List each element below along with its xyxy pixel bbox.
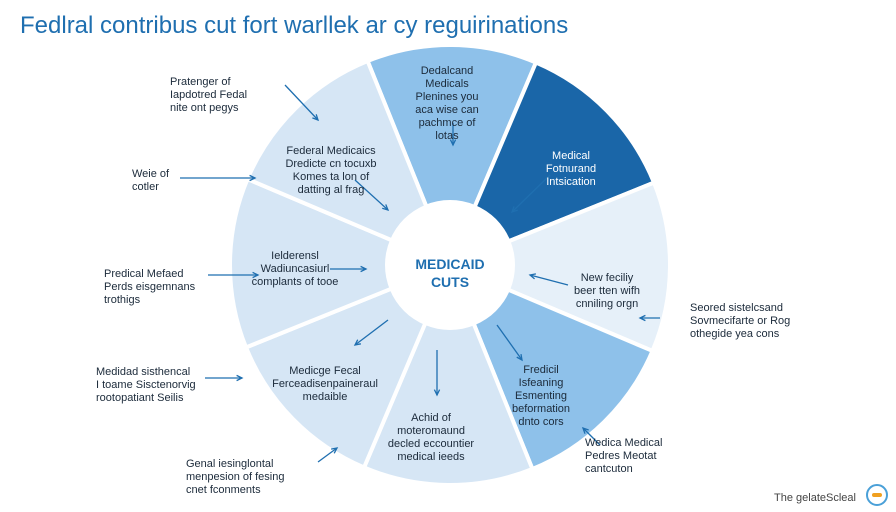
side-label-left-upper: Weie of cotler: [132, 168, 170, 193]
segment-label-6: Medicge Fecal Ferceadisenpaineraul medai…: [272, 365, 378, 403]
connector-arrow: [354, 179, 389, 211]
diagram-title: Fedlral contribus cut fort warllek ar cy…: [20, 12, 569, 39]
brand-logo-icon: [866, 484, 888, 506]
segment-label-3: New feciliy beer tten wifh cnniling orgn: [573, 272, 641, 310]
arrowhead-icon: [581, 426, 589, 434]
arrowhead-icon: [252, 271, 260, 279]
wheel-segment-1: [364, 43, 539, 271]
segment-label-4: Fredicil Isfeaning Esmenting beformation…: [511, 364, 571, 428]
wheel-segment-2: [446, 59, 657, 269]
center-label: MEDICAID CUTS: [415, 256, 485, 290]
arrowhead-icon: [433, 389, 441, 397]
wheel-segment-4: [446, 261, 656, 472]
wheel-segment-5: [361, 259, 536, 487]
arrowhead-icon: [382, 204, 390, 212]
side-label-right: Seored sistelcsand Sovmecifarte or Rog o…: [690, 302, 791, 340]
side-label-top-left: Pratenger of Iapdotred Fedal nite ont pe…: [170, 76, 248, 114]
segment-label-8: Federal Medicaics Dredicte cn tocuxb Kom…: [285, 145, 377, 196]
arrowhead-icon: [510, 206, 518, 214]
arrowhead-icon: [330, 447, 339, 454]
arrowhead-icon: [236, 374, 244, 382]
side-label-bottom-left: Genal iesinglontal menpesion of fesing c…: [186, 458, 285, 496]
arrowhead-icon: [449, 139, 457, 147]
connector-arrow: [529, 274, 569, 286]
segment-label-1: Dedalcand Medicals Plenines you aca wise…: [415, 65, 479, 142]
center-circle: [385, 200, 515, 330]
connector-arrow: [284, 84, 319, 121]
arrowhead-icon: [360, 265, 368, 273]
arrowhead-icon: [312, 114, 320, 122]
side-label-left-middle: Predical Mefaed Perds eisgemnans trothig…: [104, 268, 196, 306]
segment-label-2: Medical Fotnurand Intsication: [545, 150, 597, 188]
connector-arrow: [511, 174, 551, 213]
side-label-bottom-right: Wedica Medical Pedres Meotat cantcuton: [585, 437, 663, 475]
side-label-left-lower: Medidad sisthencal I toame Sisctenorvig …: [96, 366, 196, 404]
footer-brand: The gelateScleal: [774, 492, 856, 504]
arrowhead-icon: [516, 353, 523, 362]
wheel-segment-8: [244, 58, 454, 269]
connector-arrow: [354, 319, 389, 346]
segment-label-5: Achid of moteromaund decled eccountier m…: [387, 412, 475, 463]
arrowhead-icon: [528, 273, 537, 280]
connector-arrow: [496, 324, 523, 361]
connector-arrow: [582, 427, 601, 446]
wheel-segment-6: [243, 261, 454, 471]
arrowhead-icon: [638, 314, 646, 322]
arrowhead-icon: [353, 339, 362, 346]
wheel-segment-7: [228, 176, 456, 351]
arrowhead-icon: [249, 174, 257, 182]
connector-arrow: [317, 447, 338, 463]
wheel-segment-3: [444, 179, 672, 354]
segment-label-7: Ielderensl Wadiuncasiurl complants of to…: [251, 250, 339, 288]
